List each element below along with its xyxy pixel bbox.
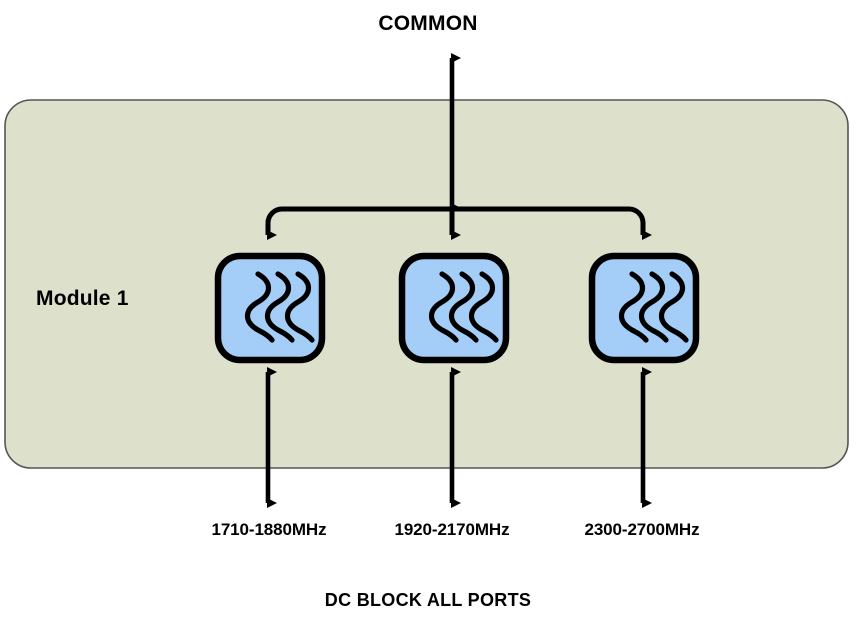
- bus-left-branch: [265, 206, 452, 235]
- common-port-label: COMMON: [378, 12, 478, 35]
- footer-note-label: DC BLOCK ALL PORTS: [324, 590, 532, 610]
- filter-module-2[interactable]: [398, 252, 510, 364]
- filter-module-1[interactable]: [214, 252, 326, 364]
- module-title-label: Module 1: [36, 287, 129, 310]
- filter-module-3[interactable]: [588, 252, 700, 364]
- bus-right-branch: [452, 206, 643, 235]
- port-band-label-3: 2300-2700MHz: [584, 520, 700, 539]
- port-band-label-1: 1710-1880MHz: [211, 520, 327, 539]
- port-band-label-2: 1920-2170MHz: [394, 520, 510, 539]
